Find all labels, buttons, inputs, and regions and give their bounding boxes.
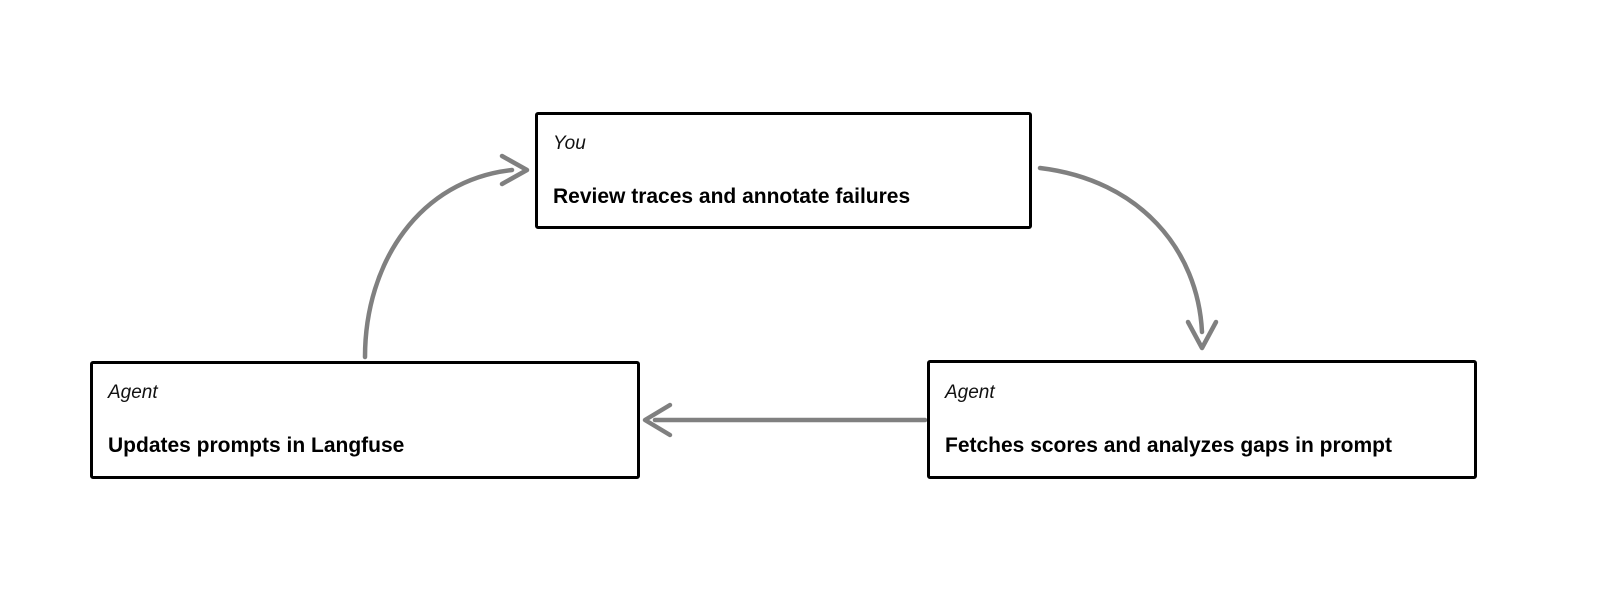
node-role-label: Agent — [108, 382, 158, 403]
node-agent-fetch[interactable]: Agent Fetches scores and analyzes gaps i… — [927, 360, 1477, 479]
node-title-label: Fetches scores and analyzes gaps in prom… — [945, 434, 1392, 457]
edge-update-to-you — [362, 153, 530, 360]
edge-you-to-fetch — [1037, 165, 1219, 351]
node-role-label: You — [553, 133, 586, 154]
node-title-label: Updates prompts in Langfuse — [108, 434, 405, 457]
node-title-label: Review traces and annotate failures — [553, 185, 911, 208]
edge-fetch-to-update — [642, 402, 928, 438]
node-agent-update[interactable]: Agent Updates prompts in Langfuse — [90, 361, 640, 479]
node-you-review[interactable]: You Review traces and annotate failures — [535, 112, 1032, 229]
node-role-label: Agent — [945, 382, 995, 403]
